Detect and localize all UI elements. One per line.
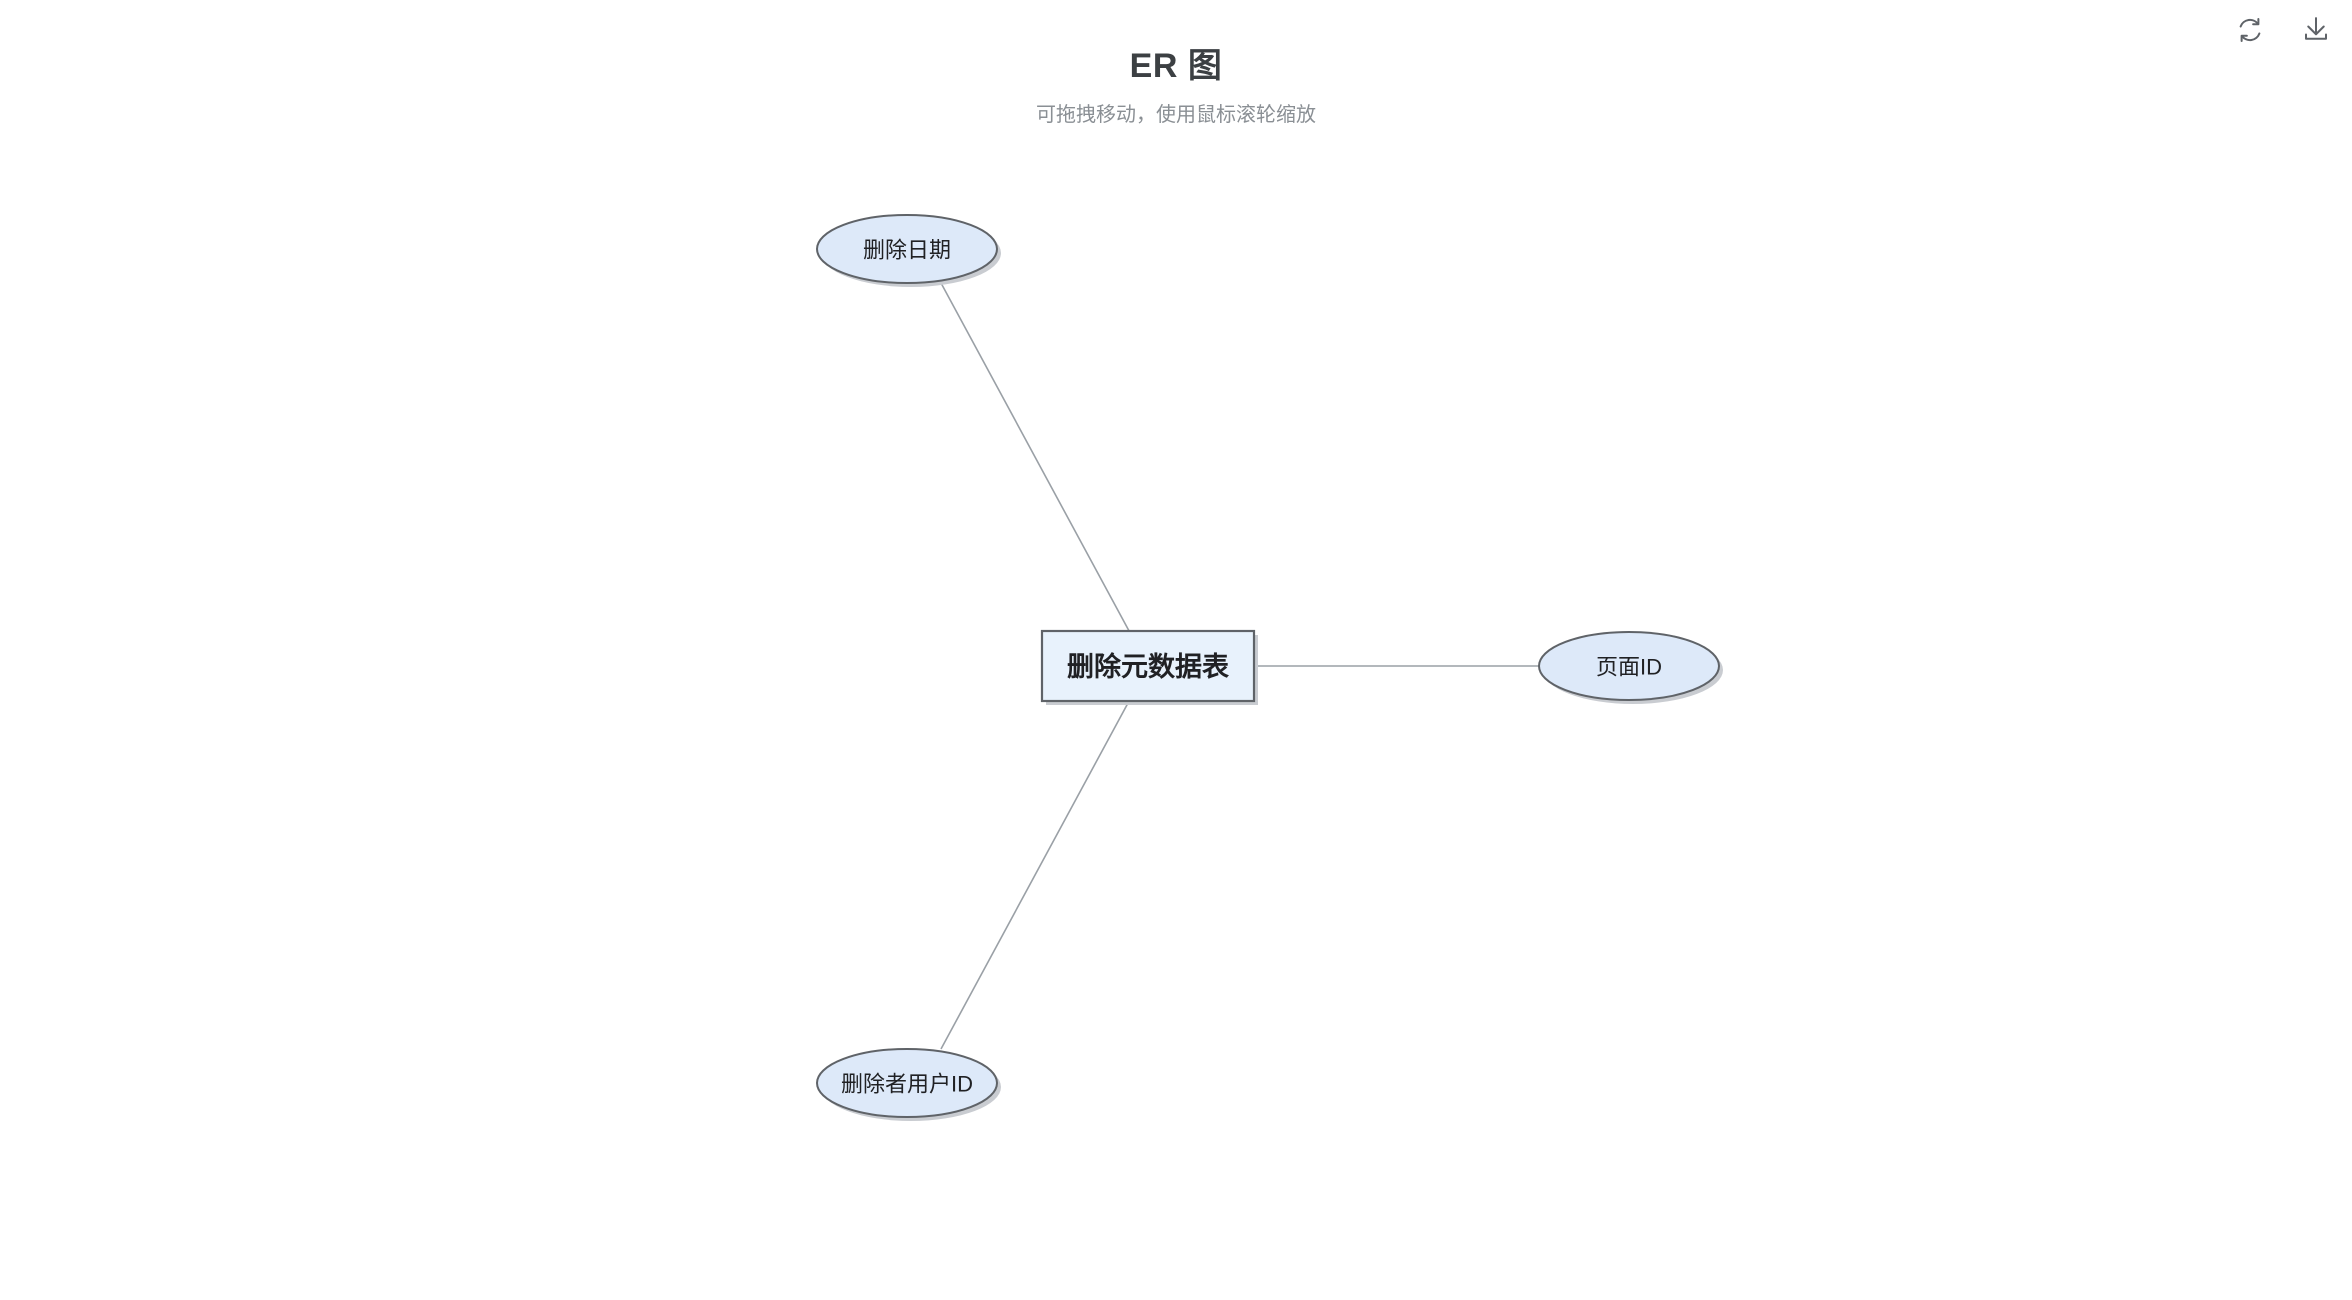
- node-attr-deleter-user-id[interactable]: 删除者用户ID: [816, 1048, 1001, 1121]
- attribute-ellipse[interactable]: [1538, 631, 1720, 701]
- download-button[interactable]: [2294, 8, 2338, 52]
- entity-rectangle[interactable]: [1040, 629, 1256, 703]
- node-entity-main[interactable]: 删除元数据表: [1040, 629, 1258, 705]
- entity-label: 删除元数据表: [1067, 651, 1229, 682]
- edge-delete-date[interactable]: [940, 282, 1149, 667]
- attribute-ellipse[interactable]: [816, 214, 998, 284]
- attribute-ellipse[interactable]: [816, 1048, 998, 1118]
- node-attr-delete-date[interactable]: 删除日期: [816, 214, 1001, 287]
- attribute-label: 删除者用户ID: [841, 1072, 973, 1097]
- reset-view-button[interactable]: [2228, 8, 2272, 52]
- attribute-label: 页面ID: [1596, 655, 1662, 680]
- refresh-icon: [2235, 15, 2265, 45]
- toolbar: [2228, 8, 2338, 52]
- edge-group: [940, 282, 1539, 1050]
- edge-deleter-user-id[interactable]: [940, 665, 1149, 1050]
- attribute-label: 删除日期: [863, 238, 951, 263]
- node-attr-page-id[interactable]: 页面ID: [1538, 631, 1723, 704]
- download-icon: [2301, 15, 2331, 45]
